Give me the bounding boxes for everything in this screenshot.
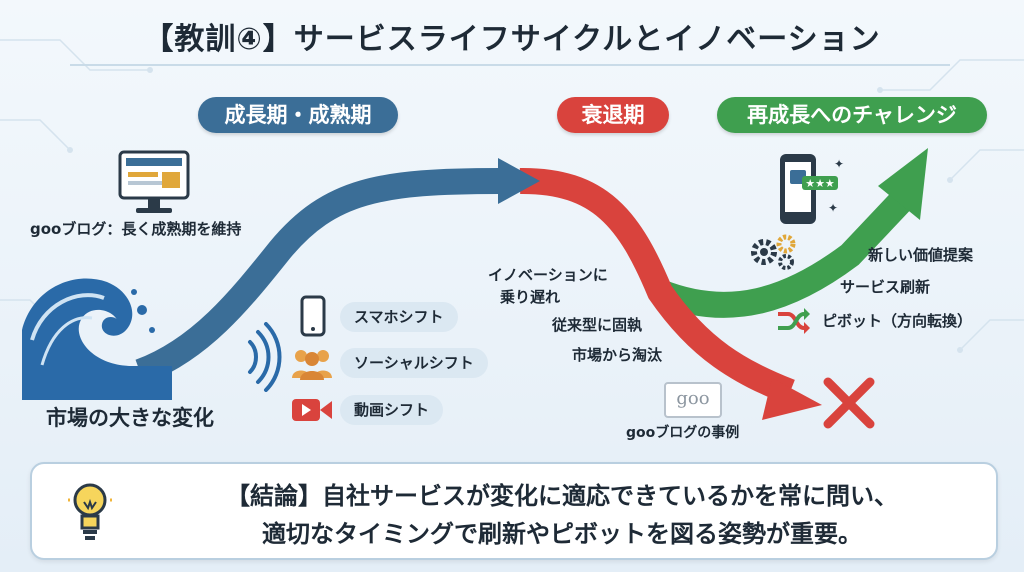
regrowth-item-new-value: 新しい価値提案 xyxy=(868,246,974,264)
conclusion-box: 【結論】自社サービスが変化に適応できているかを常に問い、 適切なタイミングで刷新… xyxy=(30,462,998,560)
phase-regrowth-label: 再成長へのチャレンジ xyxy=(717,97,987,133)
phase-growth-label: 成長期・成熟期 xyxy=(198,97,398,133)
decline-reason-innovation-1: イノベーションに xyxy=(488,266,608,284)
decline-example-label: gooブログの事例 xyxy=(626,425,740,441)
goo-logo-text: goo xyxy=(676,388,710,409)
decline-reason-innovation-2: 乗り遅れ xyxy=(500,288,561,306)
wave-icon xyxy=(22,278,172,400)
page-title: 【教訓④】サービスライフサイクルとイノベーション xyxy=(143,22,881,57)
signal-waves-icon xyxy=(248,322,282,392)
lightbulb-icon xyxy=(68,483,112,540)
regrowth-item-renewal: サービス刷新 xyxy=(840,278,931,296)
growth-example-label: gooブログ：長く成熟期を維持 xyxy=(30,220,242,238)
decline-arrow-head xyxy=(762,378,822,420)
decline-arrow-body xyxy=(519,167,795,405)
conclusion-line-2: 適切なタイミングで刷新やピボットを図る姿勢が重要。 xyxy=(262,520,862,548)
growth-arrow-head xyxy=(498,158,540,204)
svg-text:✦: ✦ xyxy=(828,201,838,215)
computer-monitor-icon xyxy=(118,150,190,213)
wave-label: 市場の大きな変化 xyxy=(46,406,214,430)
conclusion-line-1: 【結論】自社サービスが変化に適応できているかを常に問い、 xyxy=(226,482,898,510)
regrowth-arrow-head xyxy=(878,148,928,220)
people-group-icon xyxy=(292,350,332,380)
regrowth-item-pivot: ピボット（方向転換） xyxy=(822,312,973,330)
regrowth-arrow-body xyxy=(655,191,912,318)
decline-reason-eliminated: 市場から淘汰 xyxy=(572,346,663,364)
svg-text:✦: ✦ xyxy=(834,157,844,171)
growth-arrow-body xyxy=(135,168,501,385)
shift-chip-smartphone: スマホシフト xyxy=(340,302,458,332)
video-camera-icon xyxy=(292,399,332,421)
svg-text:★★★: ★★★ xyxy=(805,177,835,190)
smartphone-rating-icon: ★★★ ✦ ✦ xyxy=(780,154,844,224)
smartphone-icon xyxy=(300,295,326,337)
title-divider xyxy=(70,64,950,66)
shift-chip-video: 動画シフト xyxy=(340,395,444,425)
pivot-arrows-icon xyxy=(778,308,810,334)
failure-x-icon xyxy=(823,377,875,429)
phase-decline-label: 衰退期 xyxy=(557,97,669,133)
shift-chip-social: ソーシャルシフト xyxy=(340,348,488,378)
gears-icon xyxy=(751,234,796,270)
decline-reason-conventional: 従来型に固執 xyxy=(552,316,643,334)
goo-logo-icon: goo xyxy=(664,382,722,418)
